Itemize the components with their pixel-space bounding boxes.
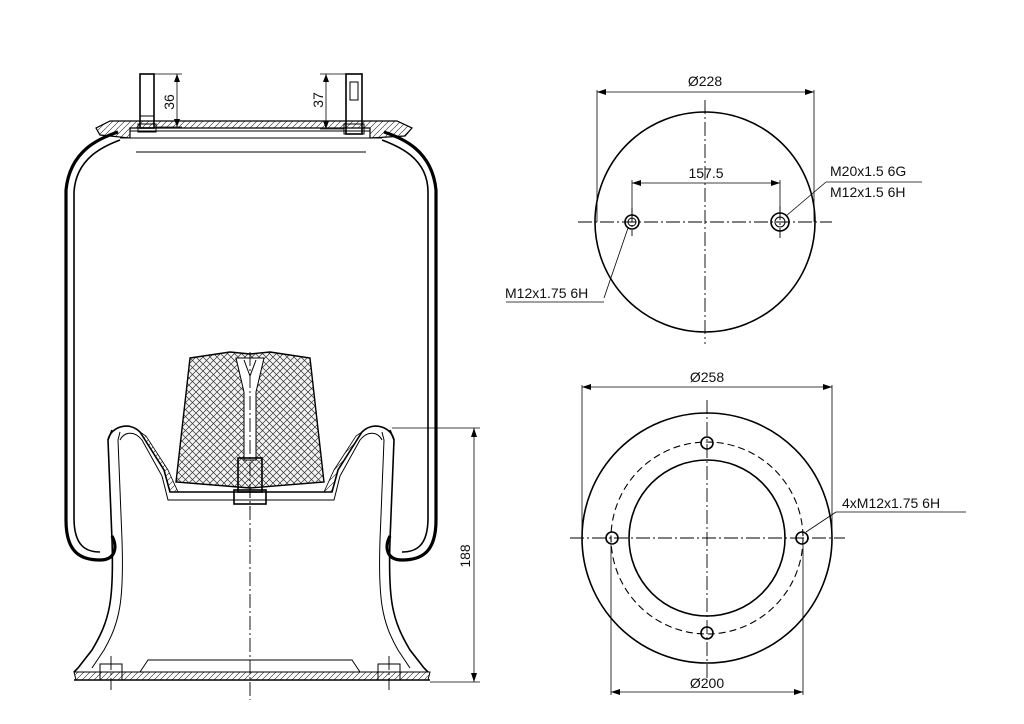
bellows-outline (64, 130, 438, 562)
bolt-hole-top (700, 436, 714, 450)
bolt-hole-right (795, 531, 809, 545)
thread-lower-label: M12x1.75 6H (505, 285, 588, 301)
bolt-hole-bottom (700, 626, 714, 640)
bottom-bolt-circle-label: Ø200 (690, 675, 724, 691)
dim-piston-height-label: 188 (457, 544, 473, 568)
top-plate (95, 120, 413, 153)
thread-upper-1-label: M20x1.5 6G (830, 163, 906, 179)
thread-upper-2-label: M12x1.5 6H (830, 184, 905, 200)
top-hole-spacing-label: 157.5 (688, 165, 723, 181)
dim-stud-height-right: 37 (310, 92, 326, 108)
right-stud (320, 73, 365, 135)
bolt-hole-left (605, 531, 619, 545)
dim-piston-height (392, 427, 480, 683)
bottom-view: Ø258 Ø200 4xM12x1.75 6H (570, 369, 966, 695)
bottom-outer-diameter-label: Ø258 (690, 369, 724, 385)
bottom-bolt-thread-label: 4xM12x1.75 6H (842, 495, 940, 511)
bumper (175, 351, 325, 510)
side-section-view: 36 37 188 (64, 73, 480, 700)
piston (73, 425, 431, 690)
top-view: Ø228 157.5 M20x1.5 6G M12x1.5 6H M12x1.7… (505, 73, 922, 344)
top-diameter-label: Ø228 (688, 73, 722, 89)
dim-stud-height-left: 36 (161, 94, 177, 110)
left-stud (137, 73, 182, 133)
